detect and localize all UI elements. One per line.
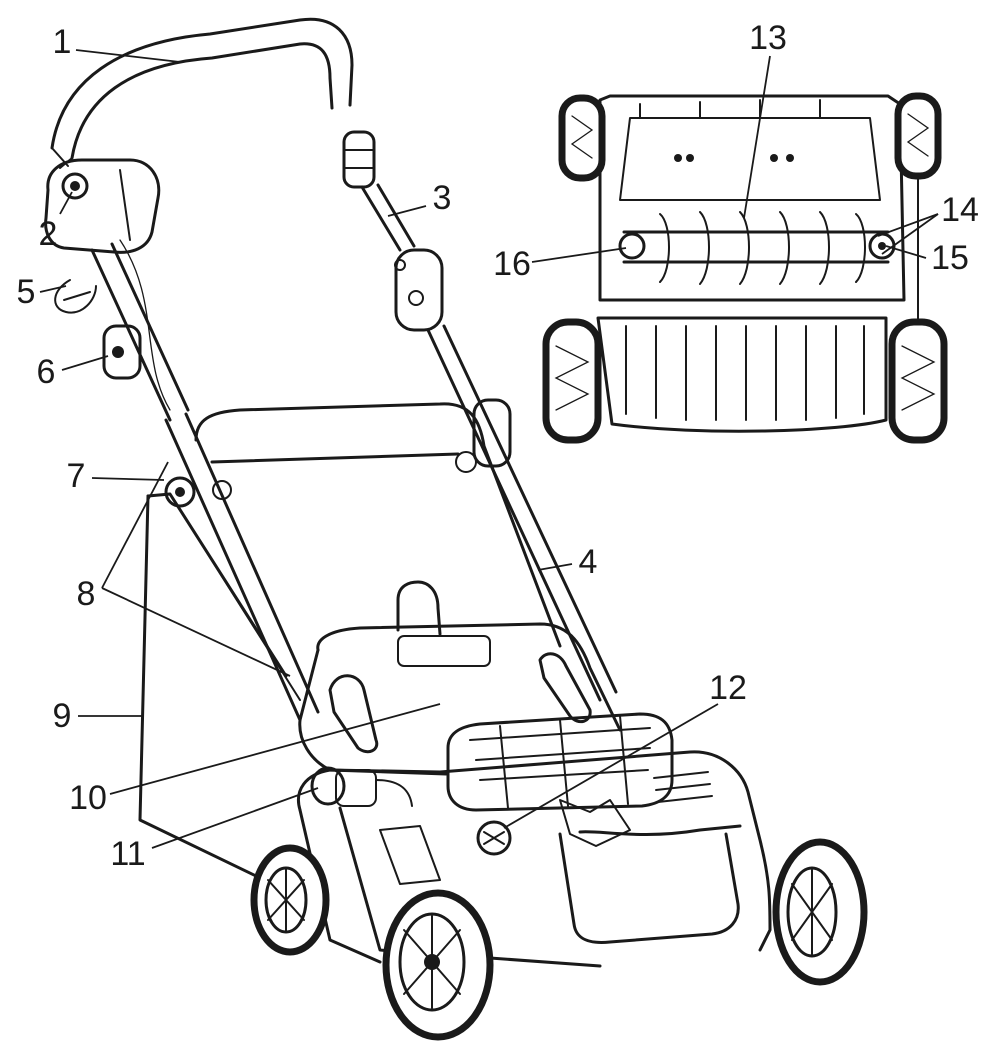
housing — [297, 750, 772, 968]
left-handle-tube — [54, 239, 190, 422]
callout-11: 11 — [110, 835, 145, 873]
callout-12: 12 — [709, 669, 747, 707]
callout-9: 9 — [53, 697, 72, 735]
callout-16: 16 — [493, 245, 531, 283]
callout-10: 10 — [69, 779, 107, 817]
switch-box — [44, 158, 161, 254]
callout-15: 15 — [931, 239, 969, 277]
grass-bag — [138, 492, 301, 878]
callout-5: 5 — [17, 273, 36, 311]
callout-14: 14 — [941, 191, 979, 229]
cover-with-handle — [298, 580, 622, 776]
callout-2: 2 — [39, 215, 58, 253]
callout-8: 8 — [77, 575, 96, 613]
callout-7: 7 — [67, 457, 86, 495]
underside-inset — [542, 92, 948, 444]
callout-1: 1 — [53, 23, 72, 61]
callout-3: 3 — [433, 179, 452, 217]
callout-numbers: 1 2 3 4 5 6 7 8 9 10 11 12 13 14 15 16 — [17, 19, 979, 873]
front-left-wheel — [382, 889, 494, 1041]
callout-13: 13 — [749, 19, 787, 57]
leader-lines — [39, 49, 939, 849]
rear-left-wheel — [250, 844, 330, 956]
callout-6: 6 — [37, 353, 56, 391]
upper-handle — [50, 17, 444, 332]
callout-4: 4 — [579, 543, 598, 581]
front-right-wheel — [772, 838, 868, 986]
